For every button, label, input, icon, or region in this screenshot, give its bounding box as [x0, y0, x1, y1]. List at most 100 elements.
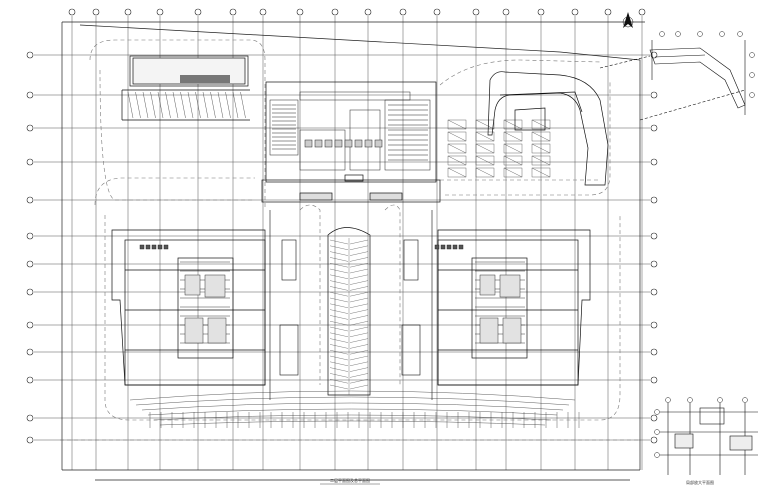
- equipment-block: [304, 139, 313, 148]
- detail-grid-bubbles: [659, 31, 755, 98]
- core-room: [499, 274, 521, 298]
- parking-bay-diagonal: [447, 131, 467, 142]
- parking-stall-line: [157, 91, 164, 119]
- interior-room: [299, 129, 346, 171]
- ramp-stall-line: [329, 361, 349, 366]
- detail-drawing-title: 局部放大平面图: [686, 479, 714, 485]
- site-boundary: [61, 21, 645, 481]
- north-arrow: [622, 12, 634, 28]
- ramp-stall-line: [349, 361, 369, 366]
- parking-bay-diagonal: [531, 131, 551, 142]
- ramp-stall-line: [349, 315, 369, 320]
- grid-bubble-right: [650, 260, 658, 268]
- ramp-stall-line: [349, 309, 369, 314]
- parking-bay: [447, 167, 467, 178]
- grid-bubble-top: [68, 8, 76, 16]
- ramp-stall-line: [329, 338, 349, 343]
- ramp-stall-line: [329, 297, 349, 303]
- grid-bubble-top: [92, 8, 100, 16]
- parking-stall-line: [127, 91, 134, 119]
- grid-bubble-top: [124, 8, 132, 16]
- core-room: [204, 274, 226, 298]
- parking-stall-line: [187, 91, 194, 119]
- parking-bay: [503, 143, 523, 154]
- grid-bubble-left: [26, 51, 34, 59]
- equipment-block: [364, 139, 373, 148]
- detail-grid-bubble: [654, 452, 660, 458]
- interior-room: [299, 91, 411, 101]
- ramp-stall-line: [349, 239, 369, 245]
- grid-bubble-top: [433, 8, 441, 16]
- ramp-parking-stalls: [329, 238, 369, 395]
- grid-bubble-left: [26, 232, 34, 240]
- plaza-step-arc: [153, 414, 552, 421]
- grid-bubble-right: [650, 288, 658, 296]
- ramp-stall-line: [329, 332, 349, 337]
- ramp-stall-line: [349, 355, 369, 361]
- grid-bubble-right: [650, 376, 658, 384]
- detail-grid-bubbles-bottom: [654, 397, 748, 458]
- enlarged-detail-top-right: [599, 40, 746, 121]
- grid-bubble-left: [26, 288, 34, 296]
- ramp-stall-line: [329, 257, 349, 262]
- parking-stall-line: [240, 91, 246, 119]
- main-drawing-title: 二层平面图及总平面图: [330, 477, 370, 483]
- detail-grid-bubble: [737, 31, 743, 37]
- ramp-stall-line: [329, 367, 349, 372]
- grid-bubble-top: [194, 8, 202, 16]
- parking-bay-diagonal: [475, 119, 495, 130]
- grid-bubble-top: [472, 8, 480, 16]
- parking-bay-diagonal: [475, 155, 495, 166]
- parking-bay: [475, 167, 495, 178]
- grid-bubble-right: [650, 348, 658, 356]
- ramp-stall-line: [329, 350, 349, 355]
- equipment-block: [354, 139, 363, 148]
- grid-bubble-right: [650, 414, 658, 422]
- ramp-stall-line: [329, 280, 349, 285]
- core-room: [184, 317, 204, 344]
- detail-grid-bubble: [749, 92, 755, 98]
- east-tower-building: [437, 229, 591, 386]
- south-plaza-steps: [129, 390, 580, 428]
- north-east-curved-building: [487, 71, 609, 186]
- grid-bubble-left: [26, 321, 34, 329]
- column-marker: [157, 244, 163, 250]
- compass-north-arrow-icon: [623, 12, 633, 28]
- grid-bubble-right: [650, 158, 658, 166]
- ramp-stall-line: [349, 326, 369, 332]
- ramp-stall-line: [329, 355, 349, 361]
- parking-stall-line: [195, 91, 201, 119]
- parking-stall-line: [180, 91, 186, 119]
- ramp-stall-line: [329, 274, 349, 279]
- ramp-stall-line: [349, 245, 369, 250]
- ramp-stall-line: [329, 303, 349, 308]
- grid-bubble-top: [364, 8, 372, 16]
- detail-grid-bubble: [719, 31, 725, 37]
- plaza-step-arc: [135, 396, 570, 406]
- side-service-blocks: [269, 210, 433, 400]
- detail-grid-bubble: [654, 429, 660, 435]
- parking-stall-line: [232, 91, 239, 119]
- parking-bay: [503, 119, 523, 130]
- parking-bay: [531, 167, 551, 178]
- parking-stall-line: [142, 91, 149, 119]
- plaza-step-arc: [147, 408, 558, 416]
- ramp-stall-line: [349, 350, 369, 355]
- ramp-stall-line: [349, 332, 369, 337]
- west-tower-building: [111, 229, 266, 386]
- ramp-stall-line: [349, 384, 369, 390]
- grid-bubble-left: [26, 91, 34, 99]
- detail-grid-bubble: [665, 397, 671, 403]
- parking-bay: [447, 143, 467, 154]
- grid-bubble-right: [650, 232, 658, 240]
- parking-bay: [475, 119, 495, 130]
- column-marker: [163, 244, 169, 250]
- grid-bubble-top: [399, 8, 407, 16]
- ramp-stall-line: [349, 274, 369, 279]
- parking-bay-diagonal: [531, 119, 551, 130]
- grid-bubble-left: [26, 348, 34, 356]
- grid-bubble-top: [229, 8, 237, 16]
- grid-bubble-right: [650, 321, 658, 329]
- parking-bay: [503, 131, 523, 142]
